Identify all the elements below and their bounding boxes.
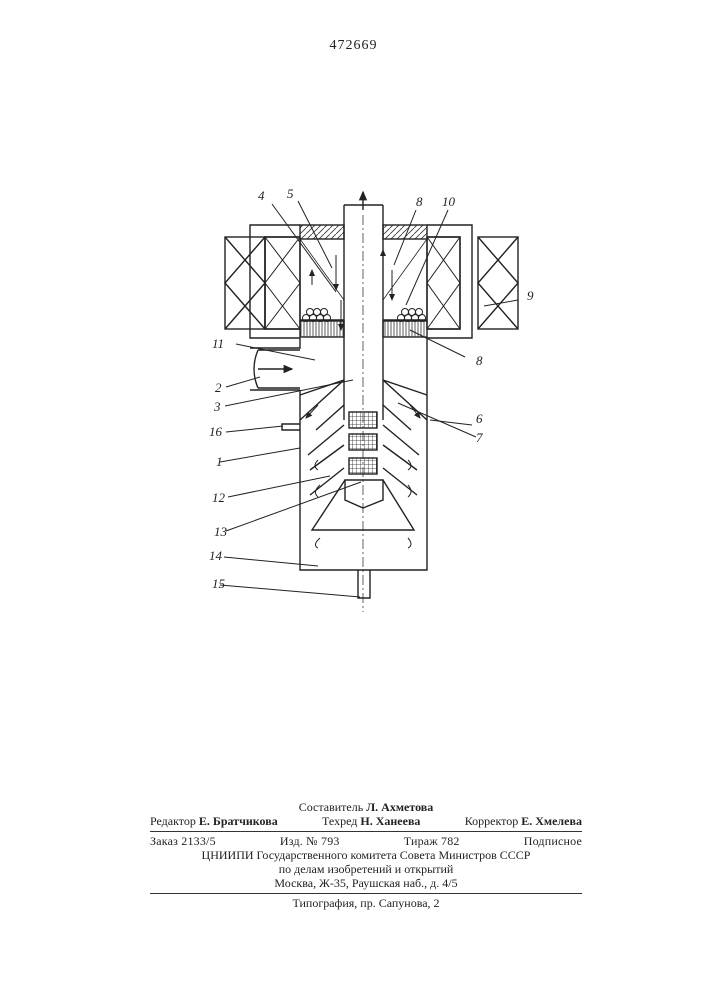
label-12: 12 [212, 490, 226, 505]
top-plate-left [300, 225, 344, 239]
order-number: Заказ 2133/5 [150, 834, 216, 848]
corrector: Корректор Е. Хмелева [465, 814, 582, 828]
subscription: Подписное [524, 834, 582, 848]
label-5: 5 [287, 186, 294, 201]
label-15: 15 [212, 576, 226, 591]
grate-left [300, 321, 344, 337]
staff-row: Редактор Е. Братчикова Техред Н. Ханеева… [150, 814, 582, 828]
label-4: 4 [258, 188, 265, 203]
divider-bottom [150, 893, 582, 894]
label-9: 9 [527, 288, 534, 303]
label-14: 14 [209, 548, 223, 563]
compiler-label: Составитель [299, 800, 363, 814]
circulation: Тираж 782 [404, 834, 460, 848]
techred: Техред Н. Ханеева [322, 814, 420, 828]
printing-house: Типография, пр. Сапунова, 2 [150, 896, 582, 910]
editor-name: Е. Братчикова [199, 814, 278, 828]
divider-top [150, 831, 582, 832]
corrector-label: Корректор [465, 814, 519, 828]
compiler-line: Составитель Л. Ахметова [150, 800, 582, 814]
label-13: 13 [214, 524, 228, 539]
label-16: 16 [209, 424, 223, 439]
drain-pipe [358, 570, 370, 598]
org-line-1: ЦНИИПИ Государственного комитета Совета … [150, 848, 582, 862]
editor-label: Редактор [150, 814, 196, 828]
label-11: 11 [212, 336, 224, 351]
org-line-2: по делам изобретений и открытий [150, 862, 582, 876]
label-8-top: 8 [416, 194, 423, 209]
label-2: 2 [215, 380, 222, 395]
editor: Редактор Е. Братчикова [150, 814, 278, 828]
corrector-name: Е. Хмелева [521, 814, 582, 828]
imprint-block: Составитель Л. Ахметова Редактор Е. Брат… [150, 800, 582, 910]
label-8-bottom: 8 [476, 353, 483, 368]
techred-label: Техред [322, 814, 357, 828]
techred-name: Н. Ханеева [360, 814, 420, 828]
edition-number: Изд. № 793 [280, 834, 340, 848]
magnetic-yoke [250, 225, 472, 338]
magnet-coil-left [225, 237, 265, 329]
label-7: 7 [476, 430, 483, 445]
order-row: Заказ 2133/5 Изд. № 793 Тираж 782 Подпис… [150, 834, 582, 848]
label-1: 1 [216, 454, 223, 469]
magnet-coil-right [478, 237, 518, 329]
housing [250, 338, 427, 570]
label-10: 10 [442, 194, 456, 209]
central-pipe [344, 192, 383, 420]
org-line-3: Москва, Ж-35, Раушская наб., д. 4/5 [150, 876, 582, 890]
compiler-name: Л. Ахметова [366, 800, 433, 814]
label-6: 6 [476, 411, 483, 426]
label-3: 3 [213, 399, 221, 414]
